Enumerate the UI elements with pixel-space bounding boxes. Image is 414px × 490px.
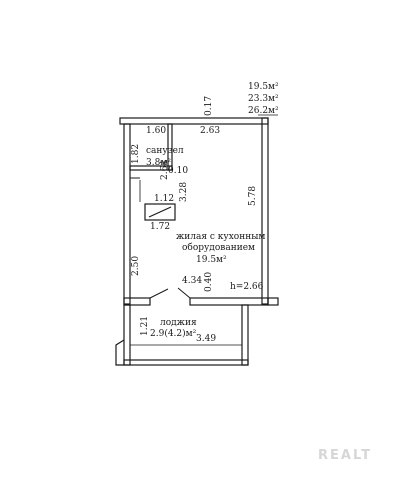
loggia-wall-bottom bbox=[123, 359, 249, 366]
bath-partition-vertical bbox=[167, 123, 173, 171]
living-name-line1: жилая с кухонным bbox=[176, 232, 266, 242]
dim-shaft-width: 1.12 bbox=[154, 194, 175, 204]
loggia-area: 2.9(4.2)м² bbox=[150, 329, 197, 339]
dim-shaft-small: 2.64 bbox=[160, 159, 170, 180]
area-living: 19.5м² bbox=[248, 82, 279, 92]
shaft-diagonal bbox=[148, 206, 172, 218]
dimension-lines bbox=[130, 114, 278, 346]
loggia-name: лоджия bbox=[160, 318, 197, 328]
bathroom-area: 3.8м² bbox=[146, 158, 171, 168]
wall-bottom-left bbox=[123, 297, 151, 306]
dim-loggia-width: 3.49 bbox=[196, 334, 217, 344]
ventilation-shaft bbox=[144, 203, 176, 221]
area-total: 23.3м² bbox=[248, 94, 279, 104]
dim-shaft-gap: 0.10 bbox=[168, 166, 189, 176]
bathroom-name: санузел bbox=[146, 146, 184, 156]
wall-right bbox=[261, 117, 269, 305]
door-leaf-right bbox=[177, 287, 191, 299]
wall-left bbox=[123, 123, 131, 305]
dim-bath-height: 3.28 bbox=[179, 181, 189, 202]
living-area: 19.5м² bbox=[196, 255, 227, 265]
loggia-wall-right bbox=[241, 304, 249, 366]
living-name-line2: оборудованием bbox=[182, 243, 256, 253]
wall-top bbox=[119, 117, 269, 125]
dim-loggia-depth: 1.21 bbox=[140, 315, 150, 336]
wall-ledge-right bbox=[267, 297, 279, 306]
dim-left-lower-height: 2.50 bbox=[131, 255, 141, 276]
dim-room-width-top: 2.63 bbox=[200, 126, 221, 136]
dim-bath-depth: 1.82 bbox=[131, 143, 141, 164]
dim-ceiling-height: h=2.66 bbox=[230, 282, 264, 292]
dim-lower-width: 1.72 bbox=[150, 222, 171, 232]
loggia-wall-left bbox=[123, 304, 131, 366]
loggia-step bbox=[115, 339, 125, 366]
dim-bath-width: 1.60 bbox=[146, 126, 167, 136]
dim-balcony-wall: 0.40 bbox=[204, 271, 214, 292]
door-leaf-left bbox=[149, 288, 169, 299]
watermark: REALT bbox=[318, 448, 372, 463]
wall-bottom-right bbox=[189, 297, 269, 306]
walls bbox=[115, 117, 279, 366]
dim-right-wall-height: 5.78 bbox=[248, 185, 258, 206]
area-total-with-loggia: 26.2м² bbox=[248, 106, 279, 116]
doors bbox=[130, 177, 191, 299]
dim-top-right-wall: 0.17 bbox=[204, 95, 214, 116]
dim-room-width-bottom: 4.34 bbox=[182, 276, 203, 286]
